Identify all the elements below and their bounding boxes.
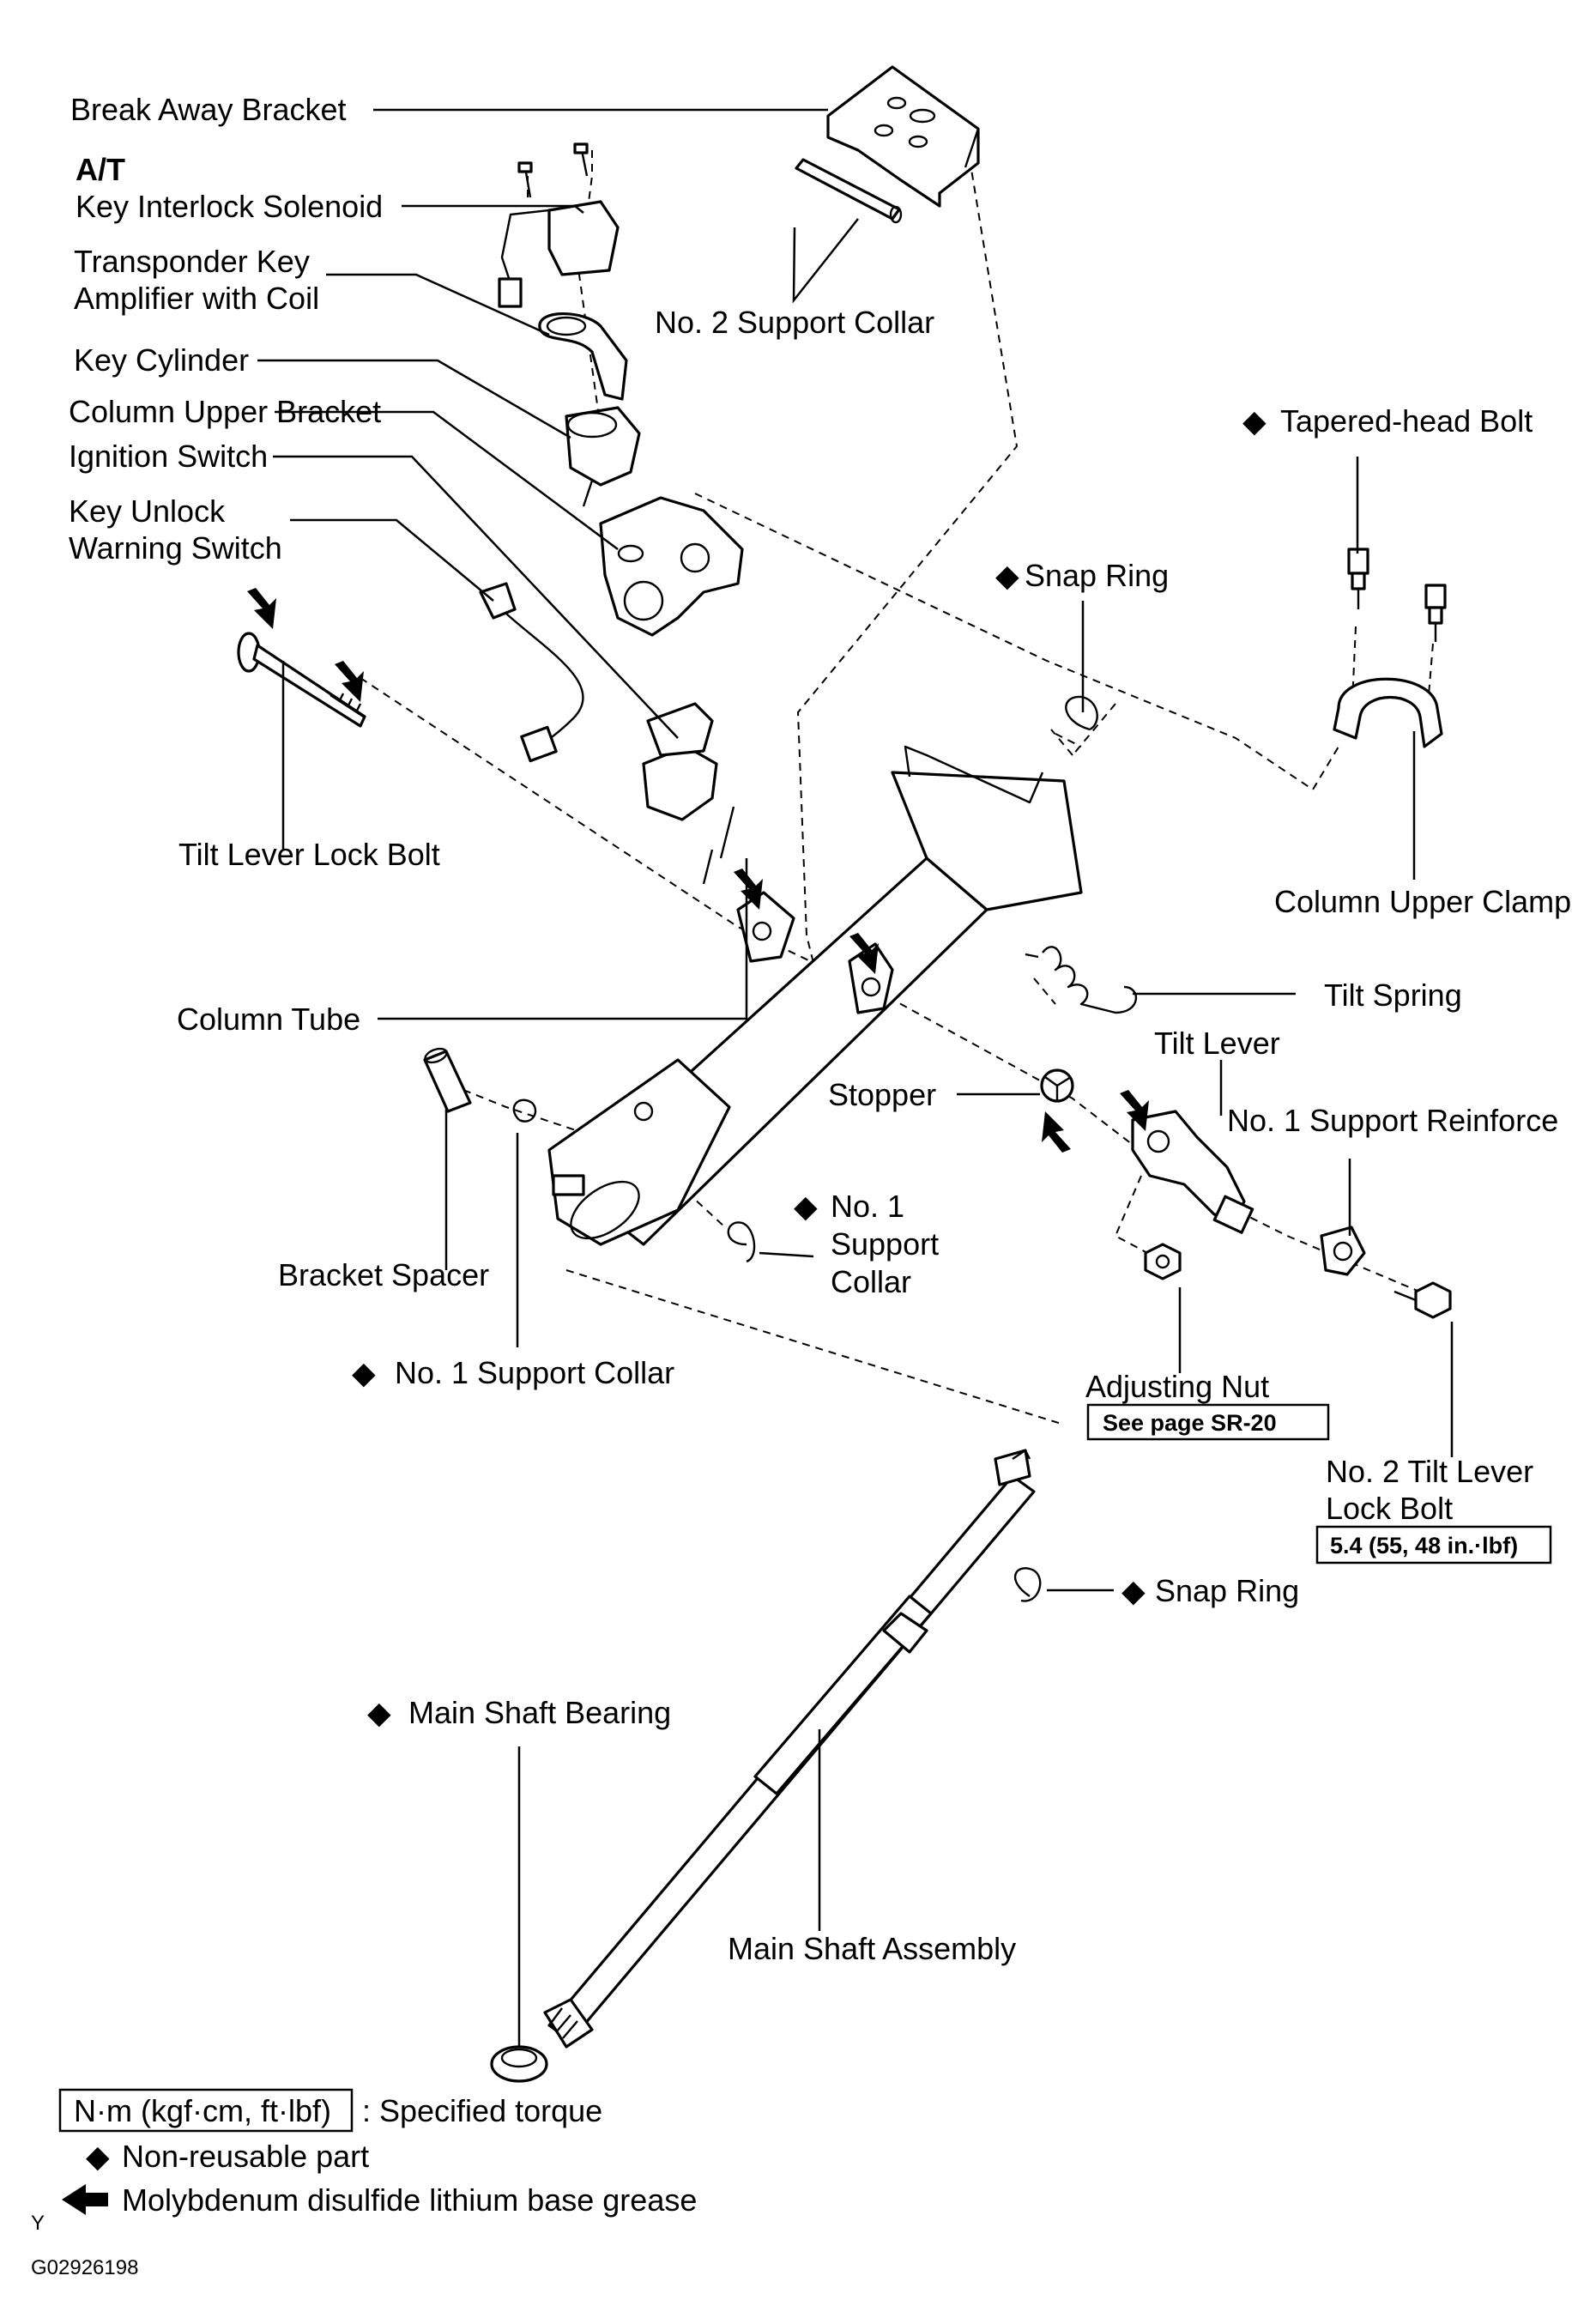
main-shaft-bearing-part (490, 2045, 548, 2083)
key-interlock-solenoid-part (498, 200, 620, 308)
label-no2-tilt-lever-line2: Lock Bolt (1326, 1491, 1453, 1526)
diamond-main-shaft-bearing: ◆ (367, 1695, 391, 1730)
snap-ring-upper-part (1065, 695, 1098, 731)
label-tilt-lever: Tilt Lever (1154, 1026, 1280, 1061)
label-key-cylinder: Key Cylinder (74, 342, 249, 378)
label-key-interlock-solenoid: Key Interlock Solenoid (76, 189, 383, 224)
label-adjusting-nut: Adjusting Nut (1085, 1369, 1269, 1404)
label-tilt-spring: Tilt Spring (1324, 977, 1462, 1013)
legend-grease-arrow-icon (62, 2184, 108, 2215)
label-no1-support-collar-right-line3: Collar (831, 1264, 911, 1299)
label-see-page: See page SR-20 (1103, 1410, 1277, 1436)
corner-mark: Y (31, 2212, 45, 2235)
see-page-box (1086, 1403, 1330, 1441)
legend-diamond-icon: ◆ (86, 2139, 110, 2174)
label-no1-support-collar-left: No. 1 Support Collar (395, 1355, 674, 1390)
label-no2-tilt-lever-line1: No. 2 Tilt Lever (1326, 1454, 1533, 1489)
no2-support-collar-part (795, 158, 903, 224)
label-tilt-lever-lock-bolt: Tilt Lever Lock Bolt (178, 837, 440, 872)
legend-non-reusable-text: Non-reusable part (122, 2139, 369, 2174)
legend-torque-text: : Specified torque (362, 2093, 602, 2128)
legend-grease-text: Molybdenum disulfide lithium base grease (122, 2182, 697, 2218)
stopper-part (1040, 1068, 1074, 1103)
legend: N·m (kgf·cm, ft·lbf) : Specified torque … (58, 2088, 697, 2218)
label-key-unlock-line2: Warning Switch (69, 530, 282, 566)
bracket-spacer-part (423, 1047, 472, 1113)
legend-torque-box (58, 2088, 354, 2133)
column-tube-part (547, 745, 1083, 1246)
tapered-head-bolts-part (1347, 548, 1447, 642)
label-column-upper-clamp: Column Upper Clamp (1274, 884, 1571, 919)
label-transponder-line2: Amplifier with Coil (74, 281, 319, 316)
label-break-away-bracket: Break Away Bracket (70, 92, 347, 127)
key-unlock-switch-part (479, 582, 584, 763)
label-main-shaft-bearing: Main Shaft Bearing (408, 1695, 671, 1730)
leader-lines (257, 108, 1454, 2047)
snap-ring-lower-part (1013, 1567, 1042, 1602)
label-no2-support-collar: No. 2 Support Collar (655, 305, 934, 340)
label-no1-support-collar-right-line2: Support (831, 1226, 939, 1262)
solenoid-screws (517, 142, 589, 198)
label-at: A/T (76, 152, 125, 187)
figure-code: G02926198 (31, 2256, 138, 2279)
label-tapered-head-bolt: Tapered-head Bolt (1280, 403, 1533, 439)
label-stopper: Stopper (828, 1077, 936, 1112)
main-shaft-part (543, 1449, 1036, 2049)
tilt-spring-part (1025, 946, 1138, 1014)
column-upper-clamp-part (1333, 677, 1443, 748)
label-no1-support-collar-right-line1: No. 1 (831, 1189, 904, 1224)
ignition-switch-part (642, 702, 735, 885)
label-column-upper-bracket: Column Upper Bracket (69, 394, 381, 429)
diamond-no1-support-collar-right: ◆ (794, 1189, 818, 1224)
transponder-coil-part (538, 312, 628, 401)
diamond-snap-ring-lower: ◆ (1121, 1573, 1146, 1608)
label-no1-support-reinforce: No. 1 Support Reinforce (1227, 1103, 1558, 1138)
tilt-lever-lock-bolt-part (237, 632, 366, 728)
label-column-tube: Column Tube (177, 1002, 360, 1037)
label-bracket-spacer: Bracket Spacer (278, 1257, 489, 1292)
label-snap-ring-upper: Snap Ring (1025, 558, 1169, 593)
label-transponder-line1: Transponder Key (74, 244, 310, 279)
no1-support-collar-right-part (727, 1221, 756, 1263)
label-key-unlock-line1: Key Unlock (69, 493, 226, 529)
key-cylinder-part (565, 406, 641, 507)
label-snap-ring-lower: Snap Ring (1155, 1573, 1299, 1608)
legend-torque-unit: N·m (kgf·cm, ft·lbf) (74, 2093, 331, 2128)
label-torque-spec: 5.4 (55, 48 in.·lbf) (1330, 1533, 1518, 1558)
label-main-shaft-assembly: Main Shaft Assembly (728, 1931, 1016, 1966)
adjusting-nut-part (1144, 1243, 1182, 1280)
column-upper-bracket-part (599, 496, 744, 637)
diamond-no1-support-collar-left: ◆ (352, 1355, 376, 1390)
no1-support-collar-left-part (512, 1099, 537, 1123)
diamond-snap-ring-upper: ◆ (995, 558, 1019, 593)
no2-tilt-lever-lock-bolt-part (1393, 1281, 1452, 1319)
torque-spec-box (1315, 1525, 1552, 1565)
diamond-tapered-head-bolt: ◆ (1242, 403, 1267, 439)
label-ignition-switch: Ignition Switch (69, 439, 268, 474)
break-away-bracket-part (826, 65, 980, 208)
tilt-lever-part (1131, 1110, 1254, 1234)
no1-support-reinforce-part (1320, 1226, 1366, 1276)
